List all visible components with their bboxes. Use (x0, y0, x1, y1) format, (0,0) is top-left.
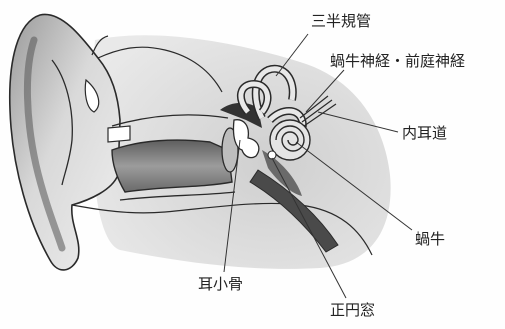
ear-canal (112, 140, 232, 192)
label-cochlea: 蝸牛 (415, 232, 445, 247)
label-internal-auditory-canal: 内耳道 (402, 126, 447, 141)
label-semicircular-canals: 三半規管 (311, 14, 371, 29)
label-ossicles: 耳小骨 (198, 277, 243, 292)
label-cochlear-vestibular-nerve: 蝸牛神経・前庭神経 (330, 54, 465, 69)
tragus (108, 126, 130, 142)
label-round-window: 正円窓 (330, 303, 375, 318)
